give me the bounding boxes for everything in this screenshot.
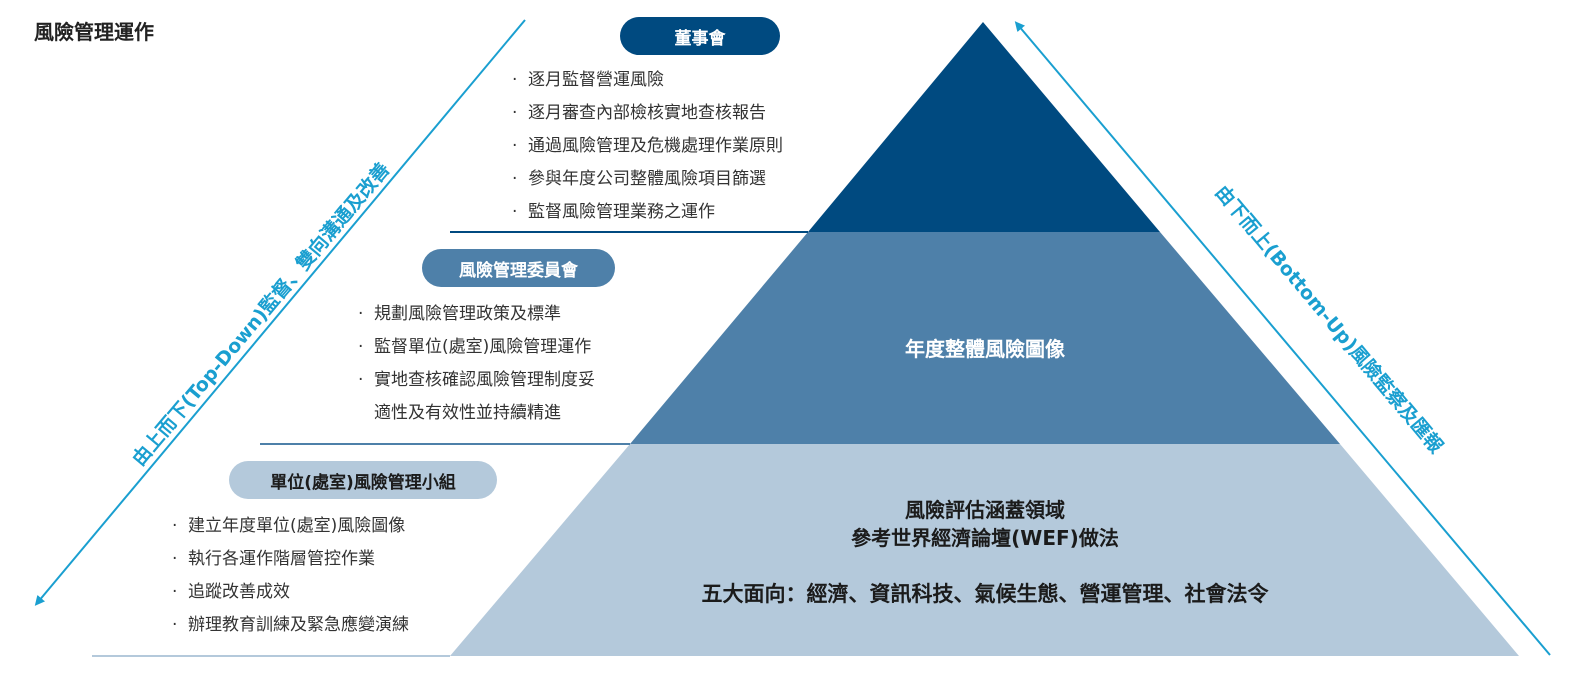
list-item: ·參與年度公司整體風險項目篩選 <box>512 169 766 189</box>
list-item: ·通過風險管理及危機處理作業原則 <box>512 136 783 156</box>
annual-risk-map-label: 年度整體風險圖像 <box>905 337 1065 361</box>
pyramid-bottom-tier <box>450 444 1519 656</box>
list-item: ·監督單位(處室)風險管理運作 <box>358 337 592 357</box>
list-item: ·辦理教育訓練及緊急應變演練 <box>172 615 409 635</box>
committee-list: ·規劃風險管理政策及標準 ·監督單位(處室)風險管理運作 ·實地查核確認風險管理… <box>358 298 595 430</box>
risk-scope-line1: 風險評估涵蓋領域 <box>905 498 1065 522</box>
pyramid-middle-tier <box>630 232 1340 444</box>
five-aspects-text: 五大面向：經濟、資訊科技、氣候生態、營運管理、社會法令 <box>701 582 1269 606</box>
unit-team-list: ·建立年度單位(處室)風險圖像 ·執行各運作階層管控作業 ·追蹤改善成效 ·辦理… <box>172 510 409 642</box>
list-item: ·逐月監督營運風險 <box>512 70 664 90</box>
list-item: ·執行各運作階層管控作業 <box>172 549 375 569</box>
list-item: ·監督風險管理業務之運作 <box>512 202 715 222</box>
list-item: ·實地查核確認風險管理制度妥 <box>358 370 595 390</box>
page-title: 風險管理運作 <box>34 20 154 44</box>
board-list: ·逐月監督營運風險 ·逐月審查內部檢核實地查核報告 ·通過風險管理及危機處理作業… <box>512 64 783 229</box>
bottom-up-arrow <box>1014 21 1551 656</box>
top-down-arrow <box>34 19 526 606</box>
list-item: ·建立年度單位(處室)風險圖像 <box>172 516 406 536</box>
list-item: ·規劃風險管理政策及標準 <box>358 304 561 324</box>
risk-scope-text: 風險評估涵蓋領域 參考世界經濟論壇(WEF)做法 <box>785 496 1185 552</box>
board-pill: 董事會 <box>620 17 780 55</box>
list-item: ·逐月審查內部檢核實地查核報告 <box>512 103 766 123</box>
unit-team-pill: 單位(處室)風險管理小組 <box>229 461 497 499</box>
list-item: ·追蹤改善成效 <box>172 582 290 602</box>
list-item: 適性及有效性並持續精進 <box>374 403 561 423</box>
risk-scope-line2: 參考世界經濟論壇(WEF)做法 <box>851 526 1119 550</box>
pyramid-top-tier <box>808 22 1160 232</box>
committee-pill: 風險管理委員會 <box>422 249 615 287</box>
